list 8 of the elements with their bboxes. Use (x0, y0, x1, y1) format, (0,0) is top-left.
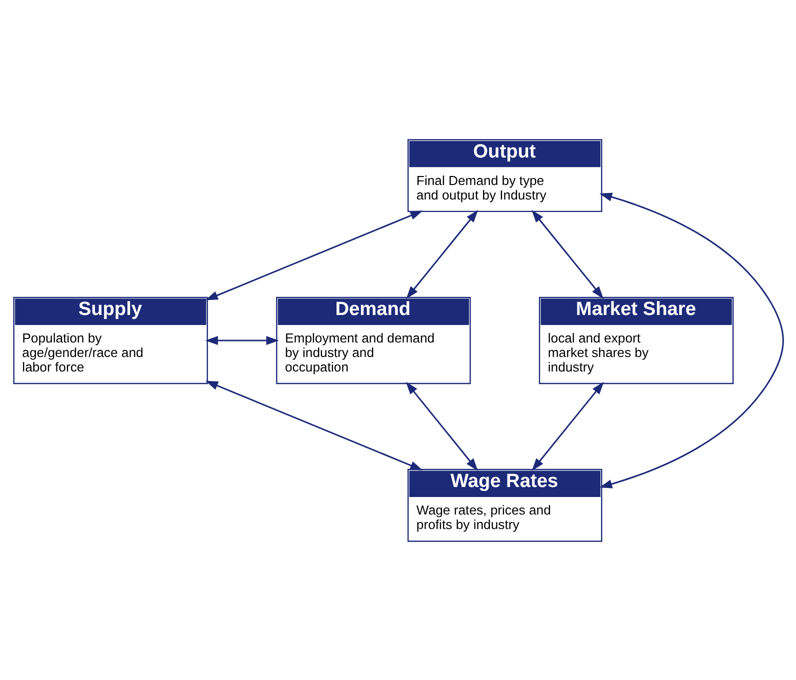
arrow (204, 336, 278, 344)
arrow (406, 209, 478, 298)
arrow (405, 381, 478, 470)
arrow (531, 209, 604, 298)
arrow (531, 381, 604, 470)
arrow (204, 380, 422, 470)
arrow (204, 210, 422, 300)
arrow (598, 192, 784, 488)
